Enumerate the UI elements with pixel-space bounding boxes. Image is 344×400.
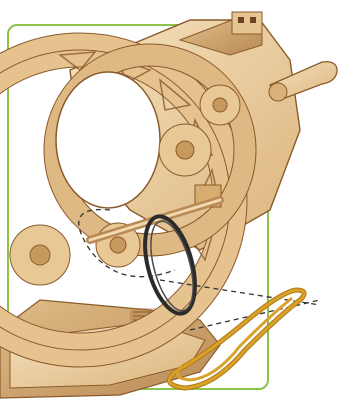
wheel-opening	[56, 72, 160, 208]
